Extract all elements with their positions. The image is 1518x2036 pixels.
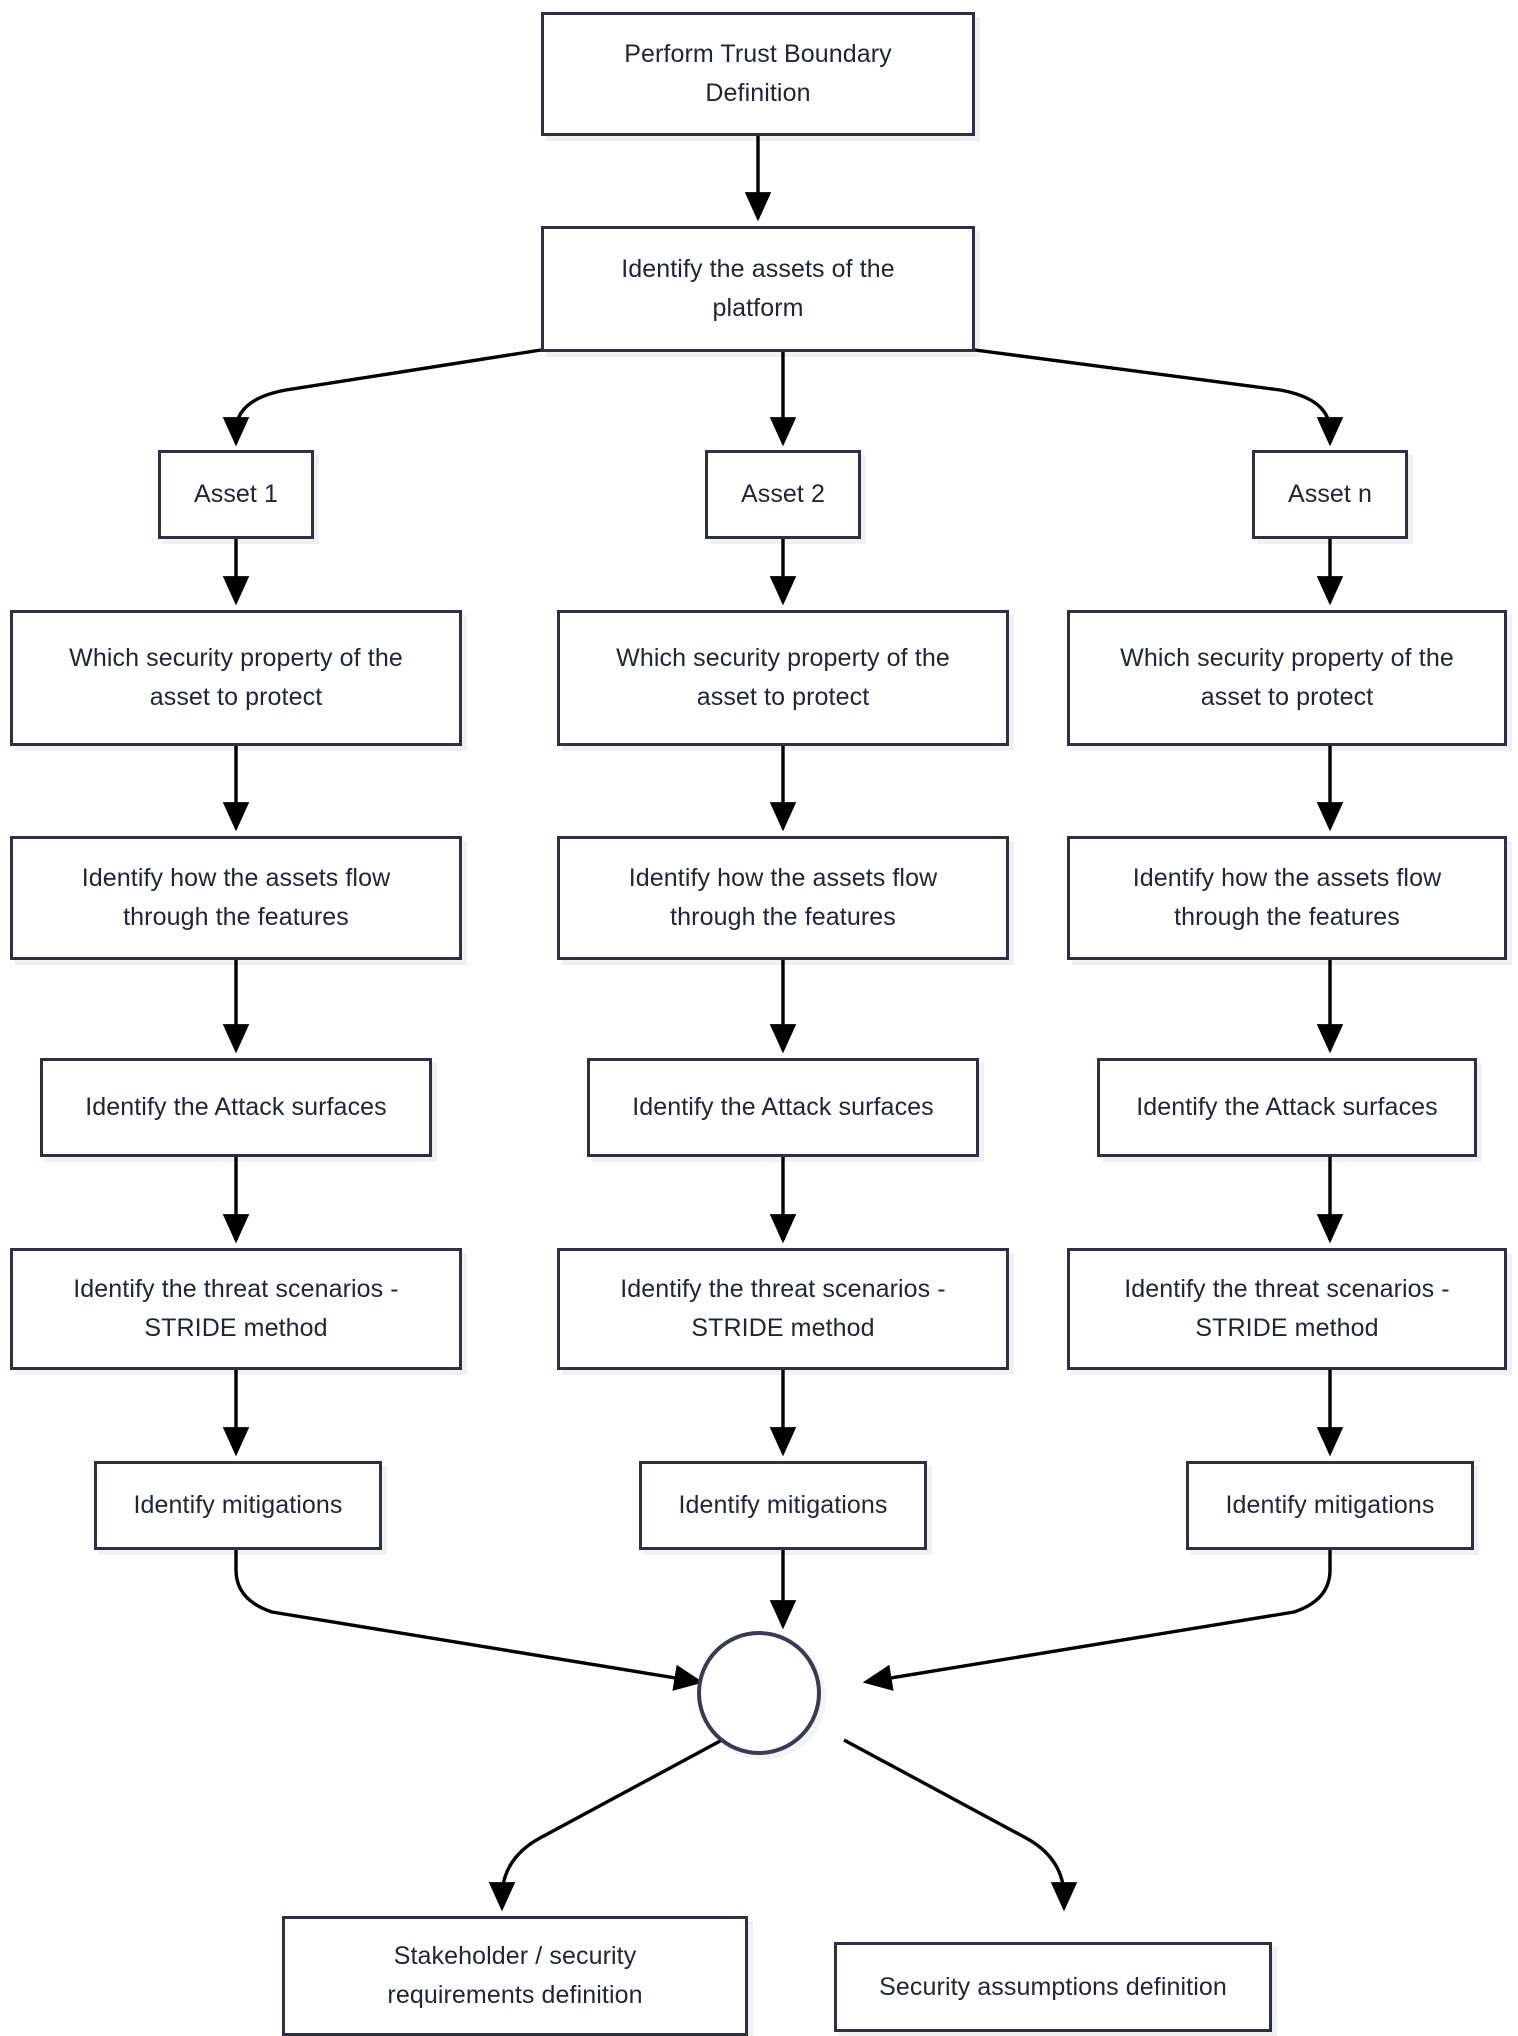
node-c1-threat-scenarios[interactable]: Identify the threat scenarios - STRIDE m… <box>10 1248 462 1370</box>
node-label: Identify how the assets flow through the… <box>81 864 391 931</box>
node-c1-mitigations[interactable]: Identify mitigations <box>94 1461 382 1550</box>
node-label: Stakeholder / security requirements defi… <box>387 1942 643 2009</box>
node-label: Which security property of the asset to … <box>616 644 950 711</box>
node-perform-trust-boundary-definition[interactable]: Perform Trust Boundary Definition <box>541 12 975 136</box>
node-label: Identify the Attack surfaces <box>85 1093 387 1122</box>
node-label: Identify the Attack surfaces <box>632 1093 934 1122</box>
node-label: Which security property of the asset to … <box>1120 644 1454 711</box>
node-c2-security-property[interactable]: Which security property of the asset to … <box>557 610 1009 746</box>
node-label: Identify the threat scenarios - STRIDE m… <box>1124 1275 1450 1342</box>
node-label: Identify mitigations <box>678 1491 888 1520</box>
node-c1-asset-flow[interactable]: Identify how the assets flow through the… <box>10 836 462 960</box>
node-label: Security assumptions definition <box>879 1972 1227 2001</box>
node-c1-attack-surfaces[interactable]: Identify the Attack surfaces <box>40 1058 432 1157</box>
flowchart-canvas: Perform Trust Boundary Definition Identi… <box>10 12 1507 2036</box>
node-security-assumptions-definition[interactable]: Security assumptions definition <box>834 1942 1272 2032</box>
node-c3-threat-scenarios[interactable]: Identify the threat scenarios - STRIDE m… <box>1067 1248 1507 1370</box>
connector-assets-to-asset1 <box>222 348 542 447</box>
node-asset-2[interactable]: Asset 2 <box>705 450 861 539</box>
connector-assets-to-assetn <box>974 348 1344 447</box>
node-identify-assets-of-platform[interactable]: Identify the assets of the platform <box>541 226 975 352</box>
node-c2-mitigations[interactable]: Identify mitigations <box>639 1461 927 1550</box>
connector-junction-to-assumptions <box>843 1738 1078 1912</box>
node-c2-threat-scenarios[interactable]: Identify the threat scenarios - STRIDE m… <box>557 1248 1009 1370</box>
connector-c1-mitigations-to-junction <box>234 1550 704 1691</box>
node-label: Asset n <box>1287 480 1373 509</box>
connector-c3-mitigations-to-junction <box>862 1550 1332 1691</box>
node-label: Identify the threat scenarios - STRIDE m… <box>73 1275 399 1342</box>
node-asset-1[interactable]: Asset 1 <box>158 450 314 539</box>
connector-junction-to-stakeholder <box>488 1738 723 1912</box>
node-label: Asset 1 <box>193 480 279 509</box>
node-c3-security-property[interactable]: Which security property of the asset to … <box>1067 610 1507 746</box>
node-label: Identify mitigations <box>1225 1491 1435 1520</box>
node-label: Identify the assets of the platform <box>621 255 895 322</box>
node-c3-asset-flow[interactable]: Identify how the assets flow through the… <box>1067 836 1507 960</box>
junction-merge-circle[interactable] <box>697 1631 821 1755</box>
node-asset-n[interactable]: Asset n <box>1252 450 1408 539</box>
node-label: Which security property of the asset to … <box>69 644 403 711</box>
node-stakeholder-security-requirements[interactable]: Stakeholder / security requirements defi… <box>282 1916 748 2036</box>
node-label: Identify how the assets flow through the… <box>1132 864 1442 931</box>
node-c3-attack-surfaces[interactable]: Identify the Attack surfaces <box>1097 1058 1477 1157</box>
node-label: Identify the threat scenarios - STRIDE m… <box>620 1275 946 1342</box>
connector-layer <box>222 136 1344 1912</box>
node-c3-mitigations[interactable]: Identify mitigations <box>1186 1461 1474 1550</box>
node-label: Perform Trust Boundary Definition <box>624 40 892 107</box>
node-c2-attack-surfaces[interactable]: Identify the Attack surfaces <box>587 1058 979 1157</box>
node-label: Identify mitigations <box>133 1491 343 1520</box>
node-c2-asset-flow[interactable]: Identify how the assets flow through the… <box>557 836 1009 960</box>
node-c1-security-property[interactable]: Which security property of the asset to … <box>10 610 462 746</box>
node-label: Asset 2 <box>740 480 826 509</box>
node-label: Identify how the assets flow through the… <box>628 864 938 931</box>
node-label: Identify the Attack surfaces <box>1136 1093 1438 1122</box>
